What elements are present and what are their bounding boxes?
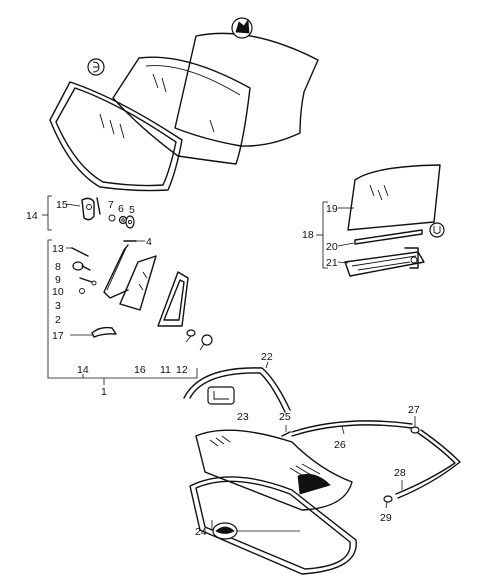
part-3-vent-frame — [103, 244, 129, 299]
callout-8: 8 — [55, 261, 61, 273]
heated-glass-symbol-icon — [87, 58, 105, 76]
callout-11: 11 — [160, 364, 171, 376]
callout-15: 15 — [56, 199, 68, 211]
callout-24: 24 — [195, 526, 207, 538]
tinted-glass-symbol-icon — [231, 17, 253, 39]
part-15-hinge — [65, 197, 101, 221]
callout-13: 13 — [52, 243, 64, 255]
callout-12: 12 — [176, 364, 188, 376]
part-20-channel — [337, 229, 423, 247]
callout-19: 19 — [326, 203, 338, 215]
part-13-rod — [66, 247, 89, 257]
part-6-washer — [118, 215, 128, 225]
part-10-pin — [79, 288, 85, 294]
part-28-seal-strip — [395, 429, 461, 499]
callout-10: 10 — [52, 286, 64, 298]
windshield-middle-layer — [112, 56, 251, 165]
callout-21: 21 — [326, 257, 338, 269]
callout-23: 23 — [237, 411, 249, 423]
car-body-symbol-icon — [207, 386, 235, 405]
callout-25: 25 — [279, 411, 291, 423]
bracket-14-lower — [47, 239, 198, 385]
part-29-plug — [383, 495, 393, 509]
callout-29: 29 — [380, 512, 392, 524]
callout-26: 26 — [334, 439, 346, 451]
part-26-weatherstrip — [291, 420, 413, 437]
callout-17: 17 — [52, 330, 64, 342]
callout-27: 27 — [408, 404, 420, 416]
part-27-end-cap — [410, 416, 420, 434]
tinted-glass-symbol-icon-2 — [429, 222, 445, 238]
callout-9: 9 — [55, 274, 61, 286]
callout-16: 16 — [134, 364, 146, 376]
callout-6: 6 — [118, 203, 124, 215]
part-22-roll-bar-seal — [183, 361, 291, 413]
callout-28: 28 — [394, 467, 406, 479]
callout-22: 22 — [261, 351, 273, 363]
part-5-knob — [125, 215, 135, 229]
callout-3: 3 — [55, 300, 61, 312]
part-17-trim — [70, 326, 117, 338]
part-11-bushing — [185, 329, 196, 343]
part-7-nut — [108, 214, 116, 222]
part-2-vent-glass — [119, 255, 157, 311]
part-9-screw — [79, 277, 97, 286]
part-16-vent-seal — [157, 271, 189, 327]
part-19-door-glass — [338, 164, 441, 231]
windshield-rear-layer — [174, 32, 319, 147]
part-12-cap — [199, 334, 213, 351]
callout-5: 5 — [129, 204, 135, 216]
bracket-18 — [316, 201, 328, 269]
callout-14-lower: 14 — [77, 364, 89, 376]
callout-20: 20 — [326, 241, 338, 253]
callout-1: 1 — [101, 386, 107, 398]
callout-2: 2 — [55, 314, 61, 326]
windshield-front-with-seal — [49, 81, 183, 192]
callout-14-upper: 14 — [26, 210, 38, 222]
part-24-rear-window-seal — [189, 476, 357, 575]
bracket-14-upper — [42, 195, 52, 231]
callout-7: 7 — [108, 199, 114, 211]
part-21-regulator — [337, 247, 425, 277]
part-25-clip — [281, 425, 291, 437]
callout-18: 18 — [302, 229, 314, 241]
callout-4: 4 — [146, 236, 152, 248]
part-8-catch — [72, 261, 91, 271]
targa-roof-symbol-icon — [212, 522, 300, 540]
part-23-rear-window-assembly — [195, 429, 353, 511]
